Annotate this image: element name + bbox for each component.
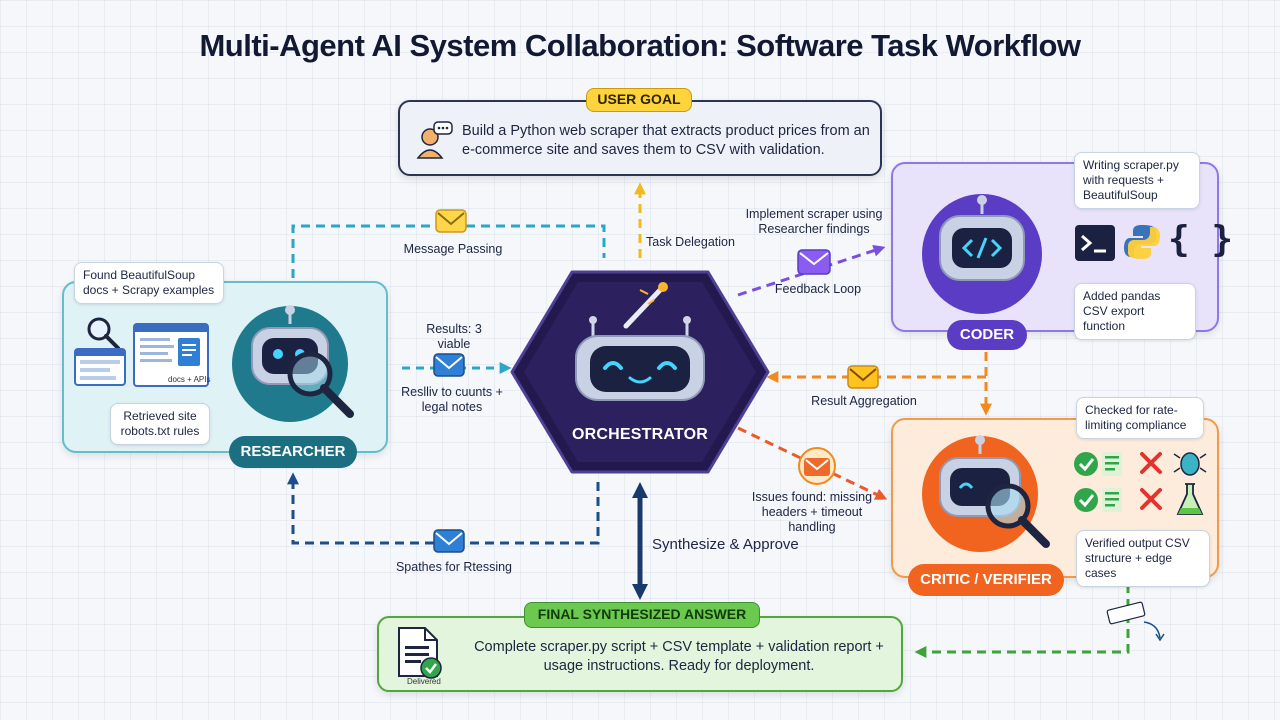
label-task-delegation: Task Delegation: [646, 235, 735, 249]
robot-code-icon: [922, 194, 1042, 314]
critic-note-bottom: Verified output CSV structure + edge cas…: [1076, 530, 1210, 587]
connector-message-passing: [291, 224, 606, 278]
envelope-icon-syntheses: [433, 529, 465, 553]
researcher-note-top: Found BeautifulSoup docs + Scrapy exampl…: [74, 262, 224, 304]
flask-icon: [1176, 483, 1204, 515]
user-chat-icon: [416, 121, 453, 159]
coder-note-top: Writing scraper.py with requests + Beaut…: [1074, 152, 1200, 209]
orchestrator-label[interactable]: ORCHESTRATOR: [571, 426, 709, 443]
label-syntheses: Spathes for Rtessing: [395, 560, 513, 574]
label-feedback-loop: Feedback Loop: [774, 282, 862, 296]
researcher-label[interactable]: RESEARCHER: [229, 436, 357, 468]
braces-icon: { }: [1168, 219, 1234, 260]
critic-label[interactable]: CRITIC / VERIFIER: [908, 564, 1064, 596]
robot-magnifier-icon: [232, 305, 354, 422]
user-goal-tag: USER GOAL: [586, 88, 692, 112]
delivered-document-icon: [398, 627, 442, 679]
doc-caption: docs + APIs: [168, 375, 211, 384]
bug-icon: [1173, 452, 1207, 476]
python-icon: [1124, 225, 1160, 259]
verification-checklist: [1074, 452, 1207, 515]
terminal-icon: [1075, 225, 1115, 261]
check-icon: [1074, 452, 1098, 476]
label-implement: Implement scraper using Researcher findi…: [745, 207, 883, 236]
document-icon: [133, 323, 209, 387]
envelope-icon-issues: [798, 447, 836, 485]
label-result-aggregation: Result Aggregation: [811, 394, 917, 408]
browser-window-icon: [74, 348, 126, 386]
check-icon: [1074, 488, 1098, 512]
envelope-icon-results: [433, 353, 465, 377]
final-answer-tag: FINAL SYNTHESIZED ANSWER: [524, 602, 760, 628]
cross-icon: [1140, 452, 1162, 474]
cross-icon: [1140, 488, 1162, 510]
user-goal-text: Build a Python web scraper that extracts…: [462, 123, 870, 158]
label-results-note: Reslliv to cuunts + legal notes: [401, 385, 503, 414]
ticket-icon: [1106, 601, 1165, 642]
page-title: Multi-Agent AI System Collaboration: Sof…: [199, 28, 1081, 63]
robot-wand-icon: [575, 282, 705, 401]
label-synthesize: Synthesize & Approve: [652, 536, 799, 553]
envelope-icon-feedback: [797, 249, 831, 275]
coder-note-bottom: Added pandas CSV export function: [1074, 283, 1196, 340]
label-message-passing: Message Passing: [403, 242, 503, 256]
researcher-note-bottom: Retrieved site robots.txt rules: [110, 403, 210, 445]
final-answer-text: Complete scraper.py script + CSV templat…: [474, 639, 884, 674]
delivered-caption: Delivered: [407, 677, 441, 686]
user-goal-box[interactable]: Build a Python web scraper that extracts…: [398, 100, 882, 176]
critic-note-top: Checked for rate-limiting compliance: [1076, 397, 1204, 439]
label-issues-found: Issues found: missing headers + timeout …: [751, 490, 873, 534]
magnifier-icon: [87, 317, 120, 350]
robot-magnifier-icon: [922, 435, 1050, 552]
envelope-icon-aggregation: [847, 365, 879, 389]
coder-label[interactable]: CODER: [947, 320, 1027, 350]
label-results: Results: 3 viable: [426, 322, 482, 351]
envelope-icon-message-passing: [435, 209, 467, 233]
